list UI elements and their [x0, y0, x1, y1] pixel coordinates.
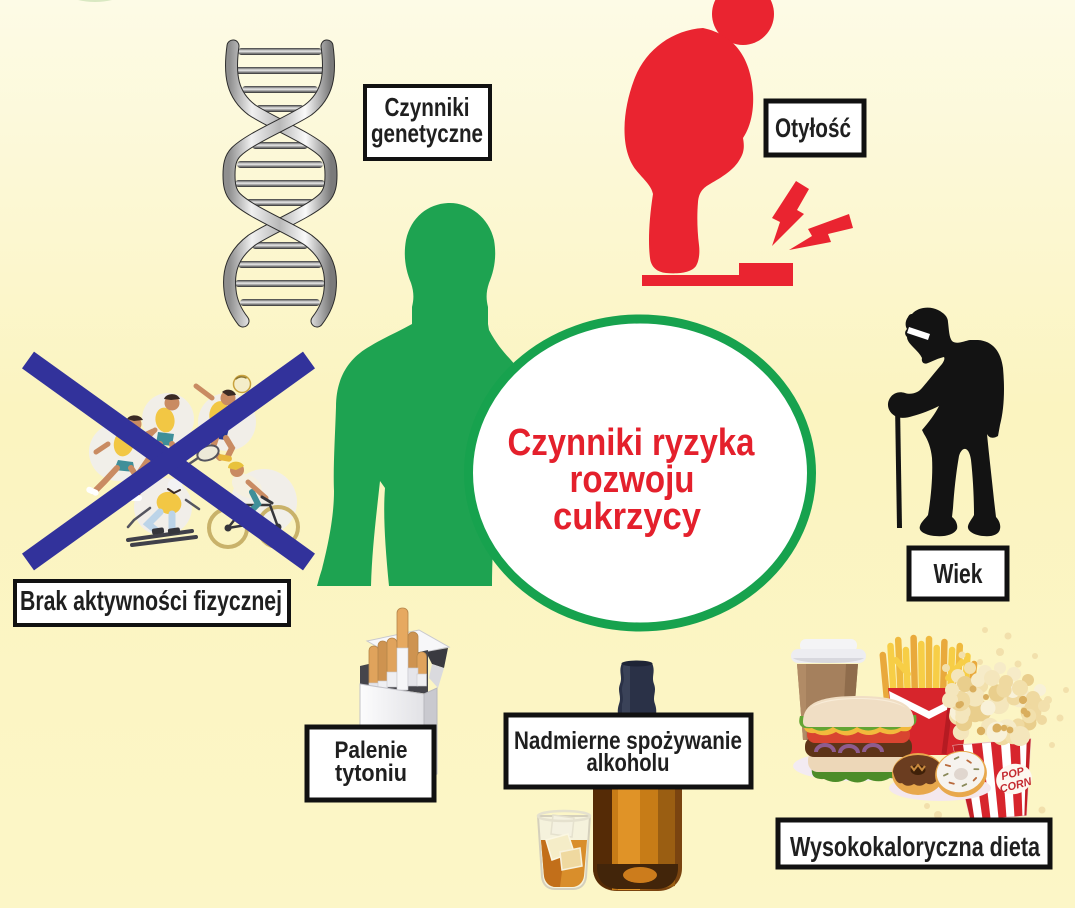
svg-text:cukrzycy: cukrzycy [553, 496, 701, 538]
svg-text:Wysokokaloryczna dieta: Wysokokaloryczna dieta [790, 831, 1040, 862]
svg-text:Czynniki: Czynniki [385, 92, 470, 122]
svg-text:Wiek: Wiek [934, 558, 983, 589]
svg-text:POP: POP [1000, 765, 1026, 783]
svg-text:Nadmierne spożywanie: Nadmierne spożywanie [514, 727, 742, 755]
svg-text:Palenie: Palenie [335, 737, 408, 764]
svg-text:Brak aktywności fizycznej: Brak aktywności fizycznej [20, 585, 282, 616]
svg-text:Czynniki ryzyka: Czynniki ryzyka [508, 422, 756, 464]
svg-text:Otyłość: Otyłość [775, 113, 851, 143]
svg-text:alkoholu: alkoholu [587, 749, 670, 777]
svg-text:genetyczne: genetyczne [371, 118, 483, 148]
svg-text:tytoniu: tytoniu [335, 760, 407, 787]
svg-text:rozwoju: rozwoju [570, 459, 695, 501]
